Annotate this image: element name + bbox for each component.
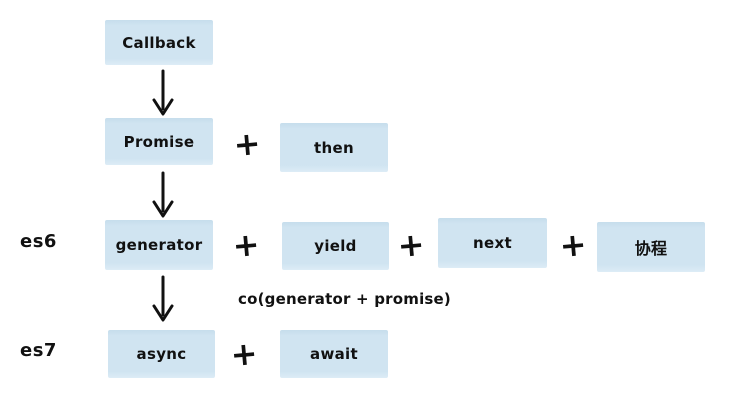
plus-operator: + xyxy=(230,224,262,266)
arrow-down-icon xyxy=(151,275,175,323)
node-callback: Callback xyxy=(105,20,213,65)
node-async: async xyxy=(108,330,215,378)
node-yield: yield xyxy=(282,222,389,270)
plus-operator: + xyxy=(228,333,260,375)
plus-operator: + xyxy=(231,123,263,165)
arrow-down-icon xyxy=(151,69,175,117)
co-annotation: co(generator + promise) xyxy=(238,290,451,308)
node-coroutine: 协程 xyxy=(597,222,705,272)
node-then: then xyxy=(280,123,388,172)
arrow-down-icon xyxy=(151,171,175,219)
era-label-es7: es7 xyxy=(20,340,57,361)
node-generator: generator xyxy=(105,220,213,270)
node-promise: Promise xyxy=(105,118,213,165)
node-next: next xyxy=(438,218,547,268)
plus-operator: + xyxy=(557,224,589,266)
node-await: await xyxy=(280,330,388,378)
era-label-es6: es6 xyxy=(20,231,57,252)
plus-operator: + xyxy=(395,224,427,266)
